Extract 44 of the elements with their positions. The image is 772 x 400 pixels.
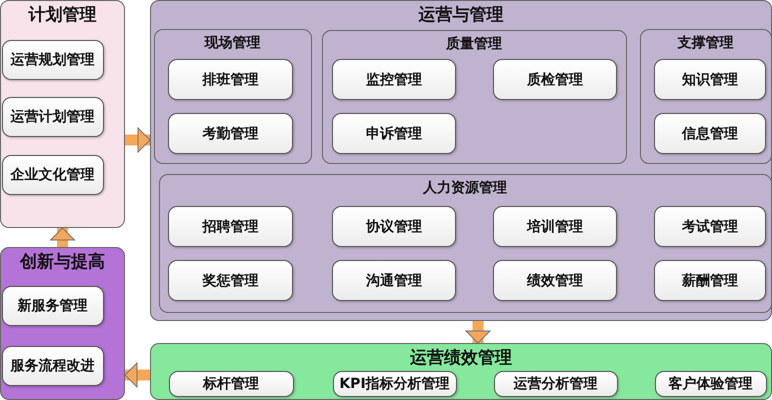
item-box: 知识管理 [654,59,766,100]
item-box: 客户体验管理 [654,370,766,396]
panel-title: 运营与管理 [418,4,504,26]
item-box: 运营计划管理 [2,96,104,136]
block-arrow [466,321,490,344]
panel-title: 运营绩效管理 [409,347,513,369]
item-box: 考试管理 [654,206,766,247]
item-box: 监控管理 [332,59,456,100]
subgroup-panel [640,28,772,164]
item-box: 信息管理 [654,113,766,154]
item-box: 企业文化管理 [2,154,104,194]
item-box: 绩效管理 [493,260,617,301]
item-box: 培训管理 [493,206,617,247]
item-box: KPI指标分析管理 [332,370,456,396]
item-box: 沟通管理 [332,260,456,301]
panel-title: 质量管理 [445,34,503,52]
subgroup-panel [322,30,626,164]
item-box: 标杆管理 [168,370,294,396]
block-arrow [125,128,150,152]
group-panel [150,343,772,400]
item-box: 协议管理 [332,206,456,247]
subgroup-panel [154,28,312,164]
item-box: 招聘管理 [168,206,293,247]
panel-title: 支撑管理 [676,34,734,52]
panel-title: 创新与提高 [18,251,106,273]
item-box: 运营分析管理 [494,370,618,396]
block-arrow [50,228,75,247]
item-box: 服务流程改进 [2,346,104,386]
group-panel [150,0,772,321]
item-box: 排班管理 [168,59,293,100]
block-arrow [124,362,150,388]
group-panel [0,0,125,228]
panel-title: 计划管理 [27,4,98,26]
panel-title: 人力资源管理 [422,178,508,196]
item-box: 薪酬管理 [654,260,766,301]
panel-title: 现场管理 [203,34,262,52]
item-box: 新服务管理 [2,286,104,326]
item-box: 质检管理 [493,59,617,100]
item-box: 运营规划管理 [2,40,104,80]
group-panel [0,247,125,400]
item-box: 申诉管理 [332,113,456,154]
item-box: 考勤管理 [168,113,293,154]
item-box: 奖惩管理 [168,260,293,301]
subgroup-panel [158,174,772,312]
